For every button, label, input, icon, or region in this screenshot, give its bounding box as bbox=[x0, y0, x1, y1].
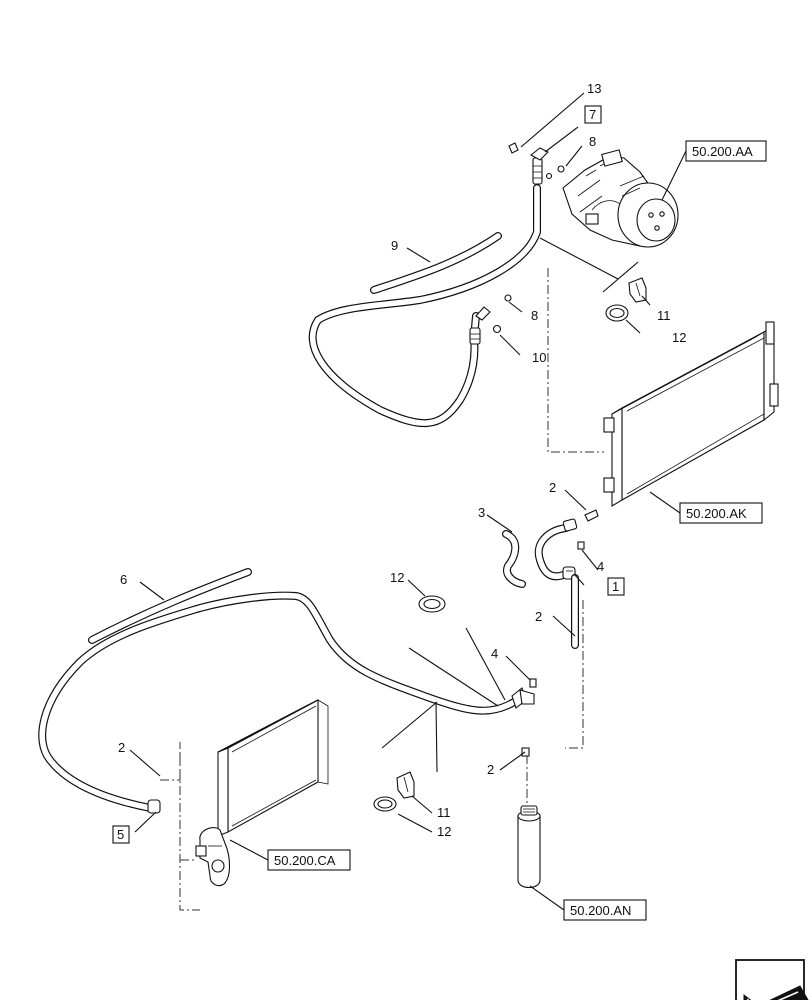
condenser bbox=[603, 321, 779, 507]
callout-13: 13 bbox=[587, 81, 601, 96]
ref-box-ca bbox=[267, 849, 351, 871]
callout-4-b: 4 bbox=[491, 646, 498, 661]
reference-boxes: 50.200.AA 50.200.AK 50.200.CA 50.200.AN bbox=[267, 140, 767, 921]
ref-box-an bbox=[563, 899, 647, 921]
callout-3: 3 bbox=[478, 505, 485, 520]
fittings-compressor bbox=[492, 142, 565, 334]
callout-12-upper: 12 bbox=[672, 330, 686, 345]
grommet-12-upper bbox=[605, 304, 629, 322]
callouts: 13 7 8 9 11 12 8 10 2 3 4 1 2 6 12 4 2 2… bbox=[112, 81, 686, 844]
callout-11-upper: 11 bbox=[657, 308, 671, 323]
callout-6: 6 bbox=[120, 572, 127, 587]
upper-discharge-hose bbox=[308, 147, 549, 428]
leader-lines bbox=[129, 92, 687, 911]
ref-50-200-ak: 50.200.AK bbox=[686, 506, 747, 521]
fittings-middle bbox=[529, 509, 599, 688]
connection-lines bbox=[160, 268, 614, 911]
callout-5: 5 bbox=[117, 827, 124, 842]
callout-5-box bbox=[112, 825, 130, 844]
evaporator bbox=[195, 699, 329, 887]
callout-8-middle: 8 bbox=[531, 308, 538, 323]
callout-1: 1 bbox=[612, 579, 619, 594]
grommet-12-lower bbox=[373, 796, 397, 812]
clip-11-lower bbox=[396, 771, 415, 799]
callout-2-d: 2 bbox=[487, 762, 494, 777]
callout-12-lower: 12 bbox=[437, 824, 451, 839]
callout-8-upper: 8 bbox=[589, 134, 596, 149]
callout-7-box bbox=[584, 105, 602, 124]
callout-11-lower: 11 bbox=[437, 805, 451, 820]
direction-arrow-icon bbox=[735, 959, 809, 1000]
hose-1 bbox=[534, 518, 578, 581]
hose-6 bbox=[88, 568, 252, 644]
callout-2-b: 2 bbox=[535, 609, 542, 624]
ref-box-ak bbox=[679, 502, 763, 524]
callout-9: 9 bbox=[391, 238, 398, 253]
callout-4-a: 4 bbox=[597, 559, 604, 574]
hose-3 bbox=[502, 530, 526, 588]
ref-box-aa bbox=[685, 140, 767, 162]
callout-2-c: 2 bbox=[118, 740, 125, 755]
grommet-12-middle bbox=[418, 595, 446, 613]
ref-50-200-an: 50.200.AN bbox=[570, 903, 631, 918]
ref-50-200-aa: 50.200.AA bbox=[692, 144, 753, 159]
callout-2-a: 2 bbox=[549, 480, 556, 495]
lower-long-hose bbox=[38, 591, 535, 814]
callout-12-middle: 12 bbox=[390, 570, 404, 585]
ref-50-200-ca: 50.200.CA bbox=[274, 853, 336, 868]
callout-10: 10 bbox=[532, 350, 546, 365]
compressor bbox=[562, 149, 679, 248]
callout-7: 7 bbox=[589, 107, 596, 122]
hose-9 bbox=[370, 232, 502, 294]
callout-1-box bbox=[607, 577, 625, 596]
receiver-drier bbox=[517, 747, 541, 889]
